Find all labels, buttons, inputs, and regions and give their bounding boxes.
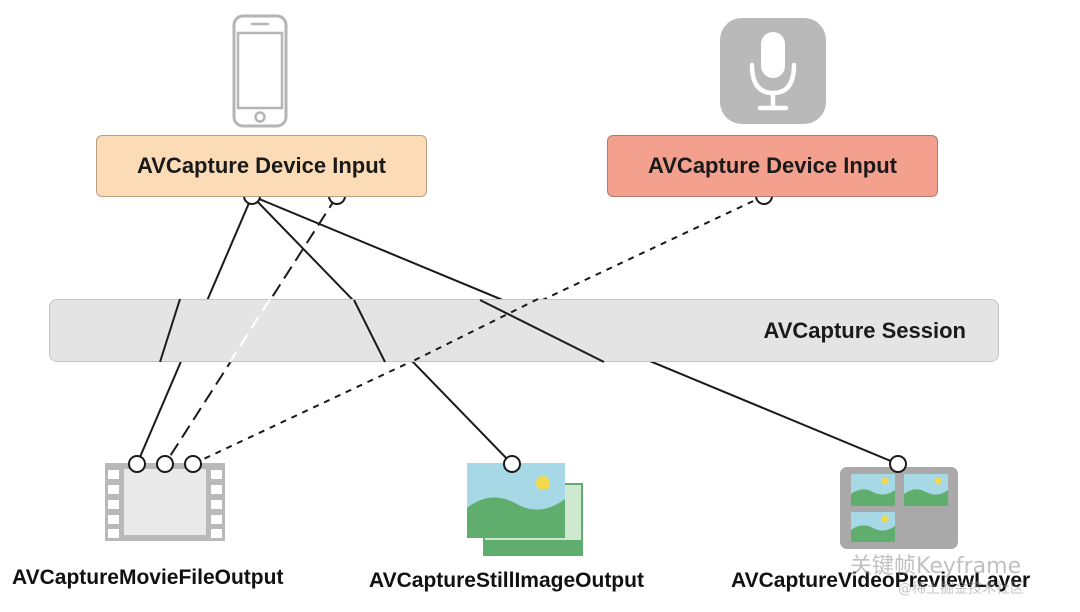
still-output-port: [503, 455, 521, 473]
iphone-icon: [232, 14, 288, 128]
still-image-output-label: AVCaptureStillImageOutput: [369, 569, 644, 592]
camera-device-input-box: AVCapture Device Input: [96, 135, 427, 197]
capture-session-label: AVCapture Session: [763, 317, 966, 343]
picture-stack-icon: [467, 463, 583, 556]
capture-session-band: AVCapture Session: [49, 299, 999, 362]
movie-file-output-label: AVCaptureMovieFileOutput: [12, 566, 284, 589]
microphone-icon: [720, 18, 826, 124]
preview-output-port: [889, 455, 907, 473]
movie-output-port-1: [128, 455, 146, 473]
movie-output-port-3: [184, 455, 202, 473]
microphone-device-input-box: AVCapture Device Input: [607, 135, 938, 197]
video-preview-layer-label: AVCaptureVideoPreviewLayer: [731, 569, 1031, 592]
watermark-subtitle: @稀土掘金技术社区: [898, 581, 1024, 597]
movie-output-port-2: [156, 455, 174, 473]
camera-device-input-label: AVCapture Device Input: [137, 153, 386, 178]
preview-layer-icon: [840, 467, 958, 549]
watermark-title: 关键帧Keyframe: [850, 554, 1022, 579]
microphone-device-input-label: AVCapture Device Input: [648, 153, 897, 178]
film-strip-icon: [105, 463, 225, 541]
